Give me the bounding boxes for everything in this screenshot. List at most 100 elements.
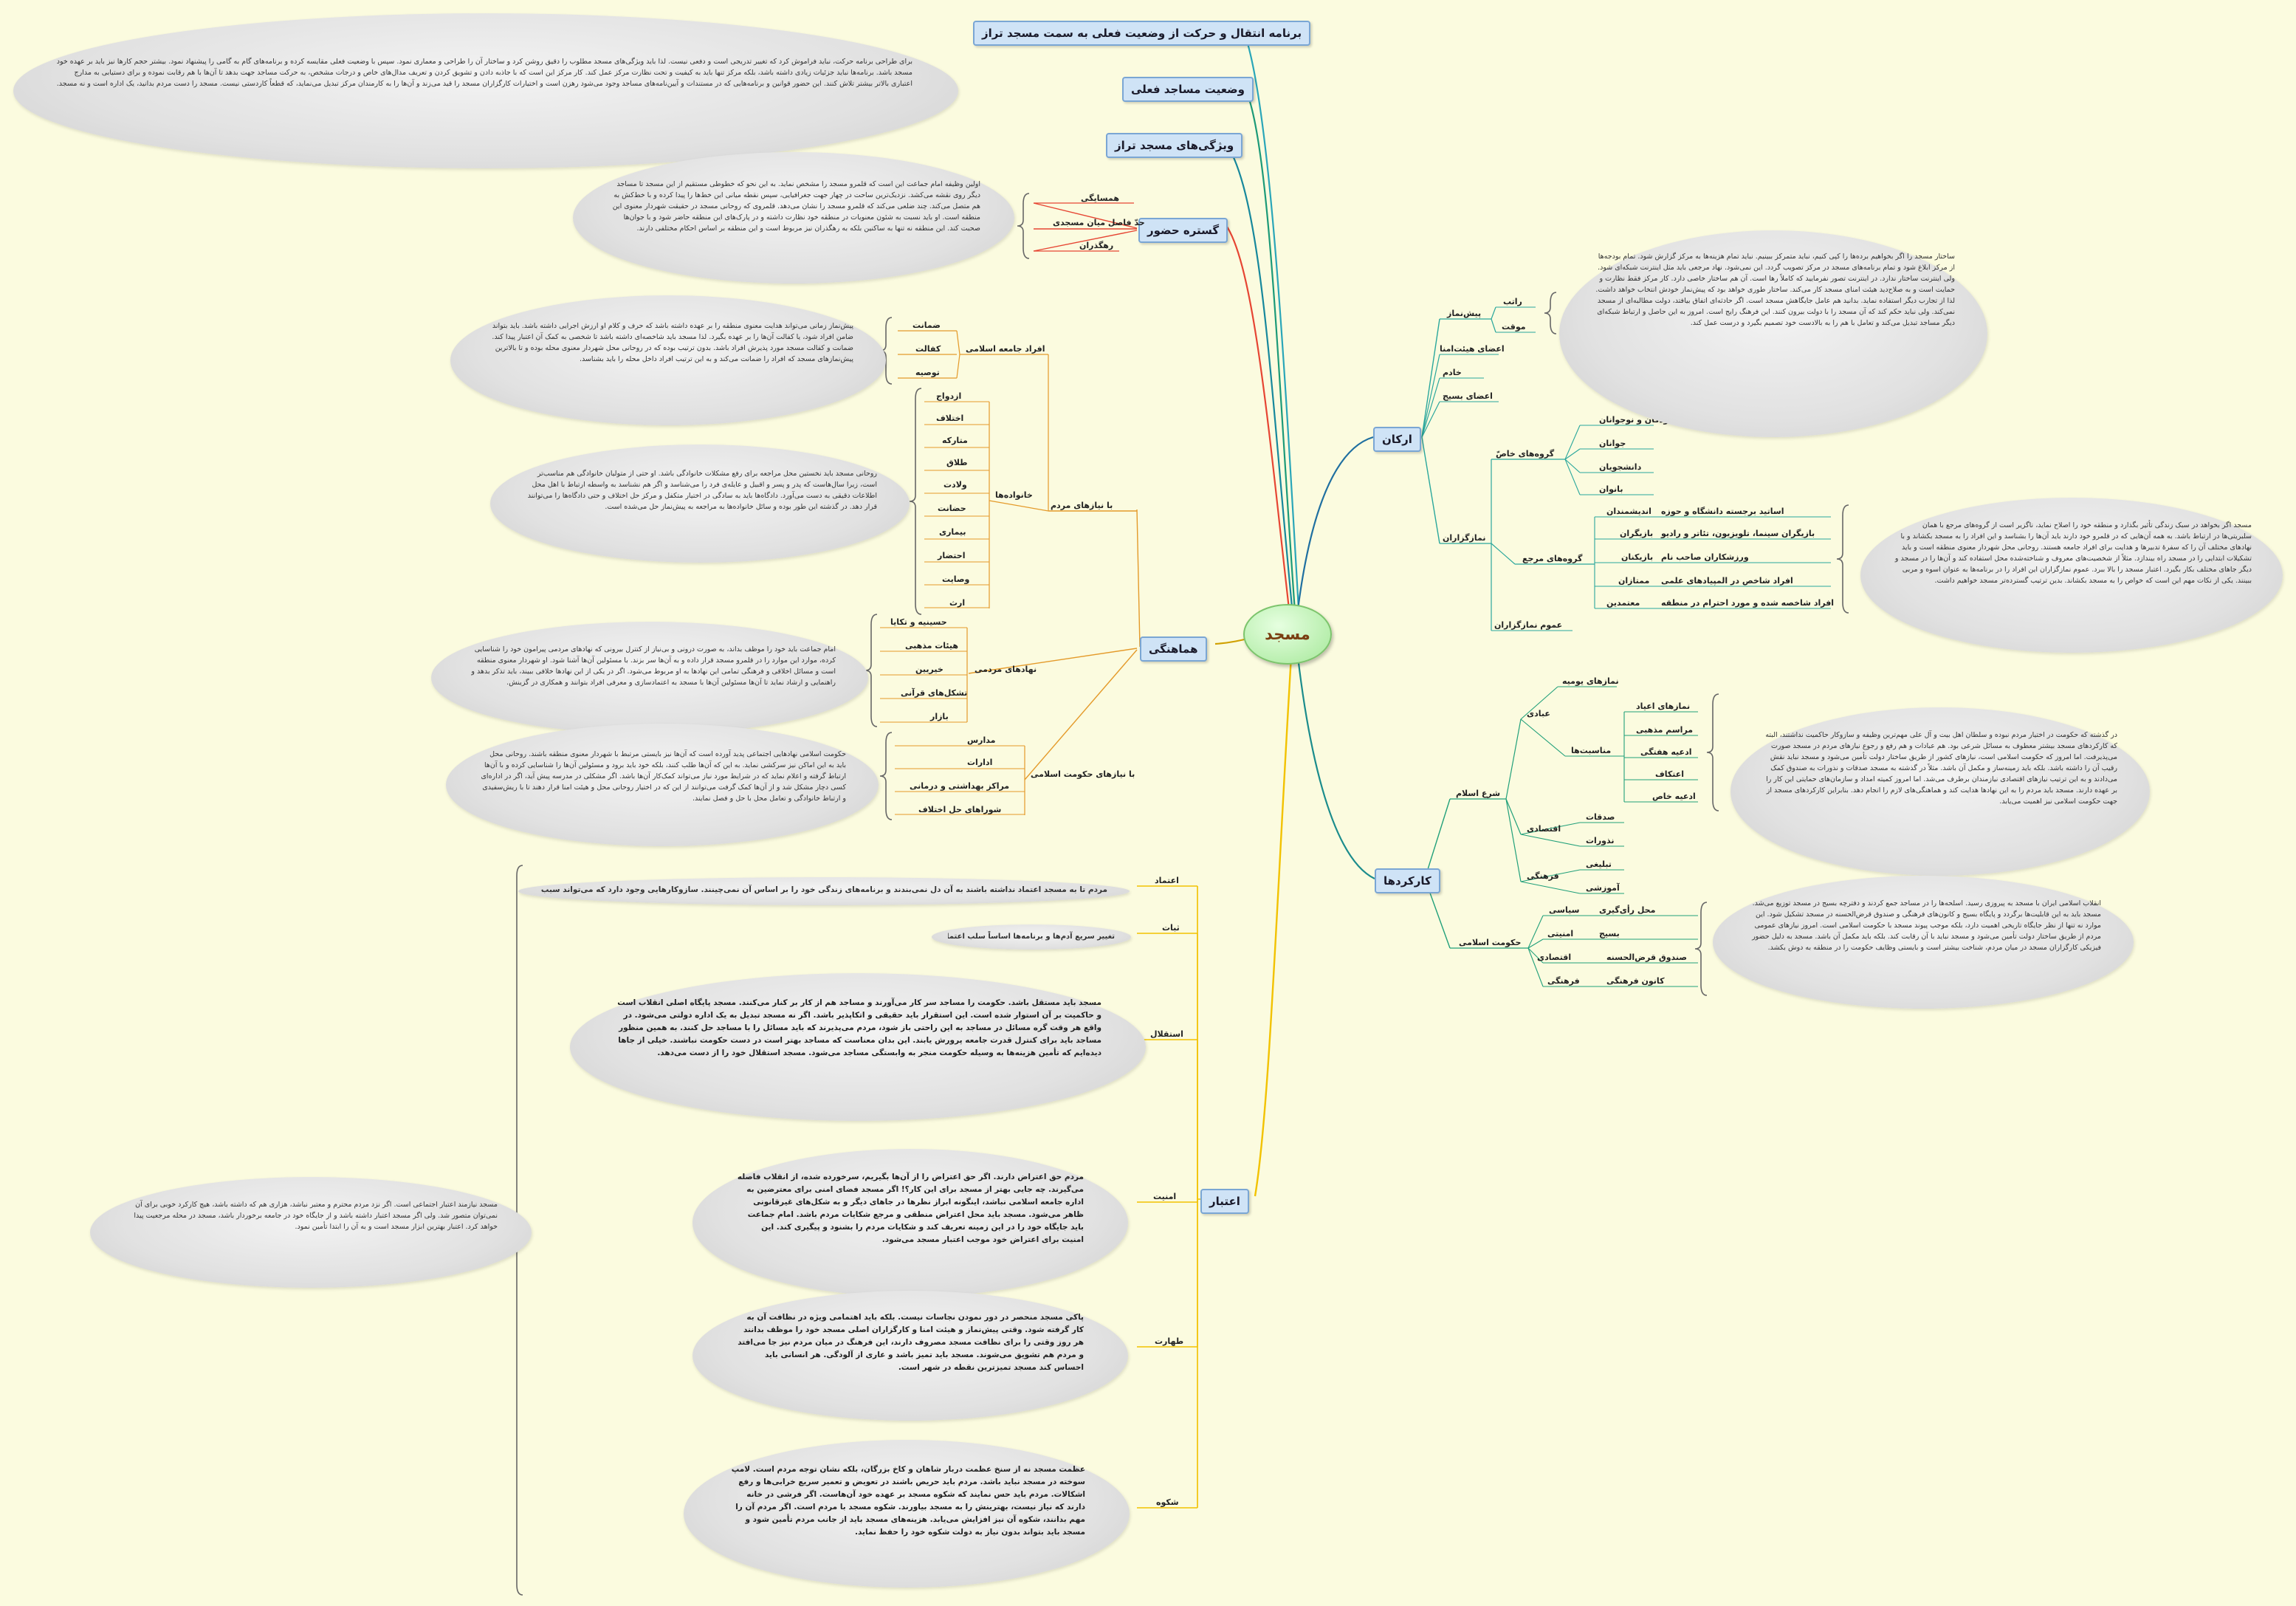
general-item-recommendation[interactable]: توصیه: [915, 368, 940, 377]
imam-temporary[interactable]: موقت: [1502, 322, 1526, 332]
scope-item-passersby[interactable]: رهگذران: [1079, 241, 1114, 250]
pillar-servant[interactable]: خادم: [1443, 368, 1462, 377]
connector: [1564, 448, 1581, 460]
harmony-general-people[interactable]: افراد جامعه اسلامی: [966, 344, 1045, 354]
economic-item-1[interactable]: نذورات: [1586, 836, 1615, 845]
reference-elites-detail[interactable]: افراد شاخص در المپیادهای علمی: [1661, 576, 1793, 586]
reference-trusted-detail[interactable]: افراد شاخصه شده و مورد احترام در منطقه: [1661, 598, 1835, 608]
worship-occasions[interactable]: مناسبت‌ها: [1571, 746, 1612, 755]
special-group-2[interactable]: دانشجویان: [1599, 462, 1642, 472]
occasion-item-0[interactable]: نمازهای اعیاد: [1636, 701, 1691, 711]
credibility-stability[interactable]: ثبات: [1162, 923, 1180, 933]
reference-players-detail[interactable]: بازیگران سینما، تلویزیون، تئاتر و رادیو: [1661, 529, 1815, 538]
pillar-board-members[interactable]: اعضای هیئت‌امنا: [1440, 344, 1505, 354]
gov-cultural[interactable]: فرهنگی: [1547, 976, 1580, 986]
scope-item-neighborhood[interactable]: همسایگی: [1081, 193, 1119, 203]
node-credibility[interactable]: اعتبار: [1200, 1189, 1249, 1214]
credibility-trust[interactable]: اعتماد: [1155, 876, 1179, 885]
cultural-item-0[interactable]: تبلیغی: [1586, 859, 1612, 869]
gov-economic[interactable]: اقتصادی: [1537, 953, 1572, 962]
family-item-0[interactable]: ازدواج: [936, 391, 962, 401]
root-node[interactable]: مسجد: [1243, 604, 1332, 665]
popular-item-2[interactable]: خیریین: [915, 665, 944, 674]
imam-permanent[interactable]: راتب: [1503, 297, 1522, 306]
gov-political-detail[interactable]: محل رأی‌گیری: [1599, 905, 1656, 915]
reference-intellectuals-detail[interactable]: اساتید برجسته دانشگاه و حوزه: [1661, 507, 1784, 516]
edge-root-features: [1223, 140, 1295, 622]
general-item-guarantee[interactable]: ضمانت: [912, 320, 941, 330]
occasion-item-4[interactable]: ادعیه خاص: [1652, 792, 1696, 801]
gov-need-item-3[interactable]: شوراهای حل اختلاف: [918, 805, 1002, 814]
special-group-1[interactable]: جوانان: [1599, 439, 1626, 448]
functions-sharia[interactable]: شرع اسلام: [1456, 789, 1501, 798]
credibility-security[interactable]: امنیت: [1153, 1192, 1177, 1201]
worshippers-general[interactable]: عموم نمازگزاران: [1494, 620, 1563, 630]
family-item-1[interactable]: اختلاف: [936, 413, 964, 423]
brace-reference: [1836, 504, 1849, 614]
family-item-9[interactable]: ارث: [949, 598, 966, 608]
reference-players[interactable]: بازیگران: [1620, 529, 1654, 538]
pillar-worshippers[interactable]: نمازگزاران: [1443, 533, 1486, 543]
general-item-sponsorship[interactable]: کفالت: [915, 344, 941, 354]
gov-need-item-1[interactable]: ادارات: [967, 758, 993, 767]
harmony-government-needs[interactable]: با نیازهای حکومت اسلامی: [1031, 769, 1135, 779]
occasion-item-1[interactable]: مراسم مذهبی: [1636, 725, 1694, 735]
node-current-mosques[interactable]: وضعیت مساجد فعلی: [1122, 77, 1254, 102]
sharia-economic[interactable]: اقتصادی: [1527, 824, 1561, 834]
popular-item-3[interactable]: تشکل‌های قرآنی: [901, 688, 968, 698]
sharia-cultural[interactable]: فرهنگی: [1527, 871, 1559, 881]
pillar-imam[interactable]: پیش‌نماز: [1447, 309, 1482, 318]
note-trust: مردم تا به مسجد اعتماد نداشته باشند به آ…: [518, 877, 1130, 905]
family-item-8[interactable]: وصایت: [942, 574, 970, 584]
reference-athletes-detail[interactable]: ورزشکاران صاحب نام: [1661, 552, 1749, 562]
cultural-item-1[interactable]: آموزشی: [1586, 883, 1620, 893]
reference-trusted[interactable]: معتمدین: [1606, 598, 1640, 608]
harmony-families[interactable]: خانواده‌ها: [995, 490, 1033, 500]
gov-security[interactable]: امنیتی: [1547, 929, 1574, 938]
harmony-popular-institutions[interactable]: نهادهای مردمی: [975, 665, 1037, 674]
family-item-5[interactable]: حضانت: [938, 504, 966, 513]
credibility-independence[interactable]: استقلال: [1150, 1029, 1183, 1039]
worshippers-special-groups[interactable]: گروه‌های خاصّ: [1496, 449, 1555, 459]
node-functions[interactable]: کارکردها: [1375, 868, 1440, 893]
family-item-6[interactable]: بیماری: [939, 527, 966, 537]
reference-athletes[interactable]: بازیکنان: [1621, 552, 1654, 562]
functions-islamic-government[interactable]: حکومت اسلامی: [1459, 938, 1522, 947]
gov-security-detail[interactable]: بسیج: [1599, 929, 1620, 938]
economic-item-0[interactable]: صدقات: [1586, 812, 1615, 822]
popular-item-4[interactable]: بازار: [930, 712, 949, 721]
note-general-people: پیش‌نماز زمانی می‌تواند هدایت معنوی منطق…: [450, 295, 886, 425]
harmony-people-needs[interactable]: با نیازهای مردم: [1051, 501, 1113, 510]
gov-need-item-0[interactable]: مدارس: [967, 735, 996, 745]
occasion-item-3[interactable]: اعتکاف: [1655, 769, 1685, 779]
credibility-glory[interactable]: شکوه: [1156, 1497, 1179, 1507]
family-item-3[interactable]: طلاق: [946, 458, 968, 467]
node-ideal-mosque-features[interactable]: ویژگی‌های مسجد تراز: [1106, 133, 1243, 158]
family-item-7[interactable]: احتضار: [938, 551, 966, 560]
sharia-worship[interactable]: عبادی: [1527, 709, 1550, 718]
gov-economic-detail[interactable]: صندوق قرض‌الحسنه: [1606, 953, 1688, 962]
node-pillars[interactable]: ارکان: [1373, 427, 1421, 452]
special-group-3[interactable]: بانوان: [1599, 484, 1623, 494]
worship-daily-prayers[interactable]: نمازهای یومیه: [1562, 676, 1619, 686]
gov-political[interactable]: سیاسی: [1549, 905, 1580, 915]
credibility-purity[interactable]: طهارت: [1155, 1336, 1184, 1346]
gov-cultural-detail[interactable]: کانون فرهنگی: [1606, 976, 1665, 986]
node-scope[interactable]: گستره حضور: [1138, 218, 1228, 243]
connector: [1491, 306, 1496, 320]
scope-item-boundary[interactable]: حدّ فاصل میان مسجدی: [1053, 218, 1145, 227]
popular-item-0[interactable]: حسینیه و تکایا: [890, 617, 947, 627]
connector: [1527, 915, 1544, 949]
node-harmony[interactable]: هماهنگی: [1140, 636, 1207, 662]
reference-elites[interactable]: ممتازان: [1618, 576, 1650, 586]
reference-intellectuals[interactable]: اندیشمندان: [1606, 507, 1651, 516]
occasion-item-2[interactable]: ادعیه هفتگی: [1640, 747, 1692, 757]
worshippers-reference-groups[interactable]: گروه‌های مرجع: [1522, 554, 1583, 563]
family-item-2[interactable]: متارکه: [942, 436, 968, 445]
family-item-4[interactable]: ولادت: [944, 480, 967, 490]
node-program[interactable]: برنامه انتقال و حرکت از وضعیت فعلی به سم…: [973, 21, 1311, 46]
note-program: برای طراحی برنامه حرکت، نباید فراموش کرد…: [13, 13, 958, 168]
popular-item-1[interactable]: هیئات مذهبی: [905, 641, 959, 651]
gov-need-item-2[interactable]: مراکز بهداشتی و درمانی: [910, 781, 1010, 791]
pillar-basij-members[interactable]: اعضای بسیج: [1443, 391, 1493, 401]
